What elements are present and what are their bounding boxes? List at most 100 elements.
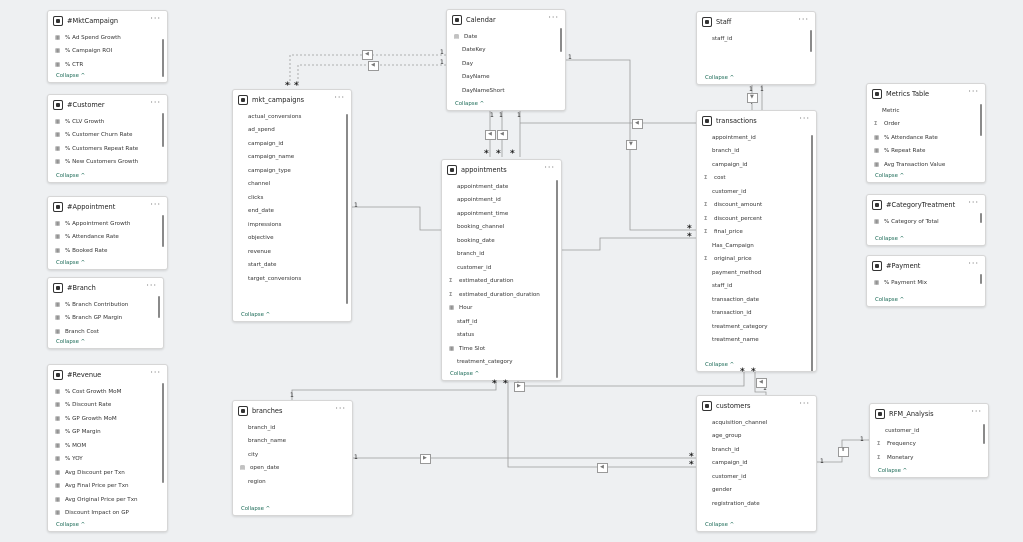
field-row[interactable]: ▦% Discount Rate (48, 399, 167, 413)
scrollbar[interactable] (556, 180, 558, 378)
field-row[interactable]: treatment_name (697, 334, 816, 348)
scrollbar[interactable] (980, 274, 982, 284)
table-header[interactable]: #Customer··· (48, 95, 167, 115)
collapse-link[interactable]: Collapse ^ (56, 522, 86, 528)
field-row[interactable]: treatment_category (442, 356, 561, 370)
field-row[interactable]: ▦% YOY (48, 453, 167, 467)
field-row[interactable]: ad_spend (233, 124, 351, 138)
field-row[interactable]: ▤open_date (233, 462, 352, 476)
rel-direction-box[interactable]: ◀ (485, 130, 496, 140)
table-header[interactable]: RFM_Analysis··· (870, 404, 988, 424)
collapse-link[interactable]: Collapse ^ (705, 522, 735, 528)
field-row[interactable]: ▦Avg Final Price per Txn (48, 480, 167, 494)
rel-direction-box[interactable]: ▼ (626, 140, 637, 150)
field-row[interactable]: Day (447, 57, 565, 71)
field-row[interactable]: DateKey (447, 44, 565, 58)
scrollbar[interactable] (162, 113, 164, 147)
table-header[interactable]: mkt_campaigns··· (233, 90, 351, 110)
field-row[interactable]: acquisition_channel (697, 416, 816, 430)
field-row[interactable]: treatment_category (697, 320, 816, 334)
field-row[interactable]: ▦% Customer Churn Rate (48, 129, 167, 143)
collapse-link[interactable]: Collapse ^ (878, 468, 908, 474)
field-row[interactable]: appointment_date (442, 180, 561, 194)
scrollbar[interactable] (162, 215, 164, 247)
table-header[interactable]: #Branch··· (48, 278, 163, 298)
field-row[interactable]: revenue (233, 245, 351, 259)
field-row[interactable]: ▦% GP Growth MoM (48, 412, 167, 426)
field-row[interactable]: Metric (867, 104, 985, 118)
field-row[interactable]: transaction_date (697, 293, 816, 307)
field-row[interactable]: appointment_id (442, 194, 561, 208)
table-header[interactable]: #CategoryTreatment··· (867, 195, 985, 215)
more-options-icon[interactable]: ··· (150, 14, 161, 23)
rel-direction-box[interactable]: ◀ (362, 50, 373, 60)
scrollbar[interactable] (560, 28, 562, 52)
scrollbar[interactable] (158, 296, 160, 318)
more-options-icon[interactable]: ··· (968, 198, 979, 207)
table-header[interactable]: transactions··· (697, 111, 816, 131)
rel-direction-box[interactable]: ◀ (368, 61, 379, 71)
field-row[interactable]: ▦% Branch Contribution (48, 298, 163, 312)
field-row[interactable]: ▦% Appointment Growth (48, 217, 167, 231)
field-row[interactable]: ▦% CLV Growth (48, 115, 167, 129)
field-row[interactable]: clicks (233, 191, 351, 205)
field-row[interactable]: gender (697, 484, 816, 498)
more-options-icon[interactable]: ··· (146, 281, 157, 290)
more-options-icon[interactable]: ··· (968, 259, 979, 268)
table-header[interactable]: #Payment··· (867, 256, 985, 276)
more-options-icon[interactable]: ··· (544, 163, 555, 172)
field-row[interactable]: staff_id (697, 32, 815, 46)
field-row[interactable]: ▦Avg Discount per Txn (48, 466, 167, 480)
scrollbar[interactable] (811, 135, 813, 371)
field-row[interactable]: city (233, 448, 352, 462)
field-row[interactable]: appointment_id (697, 131, 816, 145)
scrollbar[interactable] (162, 39, 164, 77)
more-options-icon[interactable]: ··· (150, 368, 161, 377)
field-row[interactable]: branch_id (697, 443, 816, 457)
scrollbar[interactable] (983, 424, 985, 444)
field-row[interactable]: customer_id (442, 261, 561, 275)
field-row[interactable]: DayName (447, 71, 565, 85)
field-row[interactable]: ▦% MOM (48, 439, 167, 453)
collapse-link[interactable]: Collapse ^ (56, 73, 86, 79)
field-row[interactable]: customer_id (697, 185, 816, 199)
field-row[interactable]: age_group (697, 430, 816, 444)
field-row[interactable]: branch_id (442, 248, 561, 262)
field-row[interactable]: channel (233, 178, 351, 192)
more-options-icon[interactable]: ··· (150, 98, 161, 107)
rel-direction-box[interactable]: ◀ (632, 119, 643, 129)
table-card-Revenue[interactable]: #Revenue···▦% Cost Growth MoM▦% Discount… (47, 364, 168, 532)
field-row[interactable]: transaction_id (697, 307, 816, 321)
more-options-icon[interactable]: ··· (334, 93, 345, 102)
more-options-icon[interactable]: ··· (798, 15, 809, 24)
table-card-Customer[interactable]: #Customer···▦% CLV Growth▦% Customer Chu… (47, 94, 168, 183)
rel-direction-box[interactable]: ▶ (420, 454, 431, 464)
field-row[interactable]: ▦% Campaign ROI (48, 45, 167, 59)
rel-direction-box[interactable]: ◀ (756, 378, 767, 388)
table-card-MktCampaign[interactable]: #MktCampaign···▦% Ad Spend Growth▦% Camp… (47, 10, 168, 83)
field-row[interactable]: ▦% Branch GP Margin (48, 312, 163, 326)
table-header[interactable]: Metrics Table··· (867, 84, 985, 104)
field-row[interactable]: status (442, 329, 561, 343)
table-header[interactable]: #Appointment··· (48, 197, 167, 217)
field-row[interactable]: registration_date (697, 497, 816, 511)
collapse-link[interactable]: Collapse ^ (450, 371, 480, 377)
field-row[interactable]: Has_Campaign (697, 239, 816, 253)
collapse-link[interactable]: Collapse ^ (875, 236, 905, 242)
field-row[interactable]: booking_channel (442, 221, 561, 235)
rel-direction-box[interactable]: ▼ (747, 93, 758, 103)
field-row[interactable]: ▦% CTR (48, 58, 167, 72)
